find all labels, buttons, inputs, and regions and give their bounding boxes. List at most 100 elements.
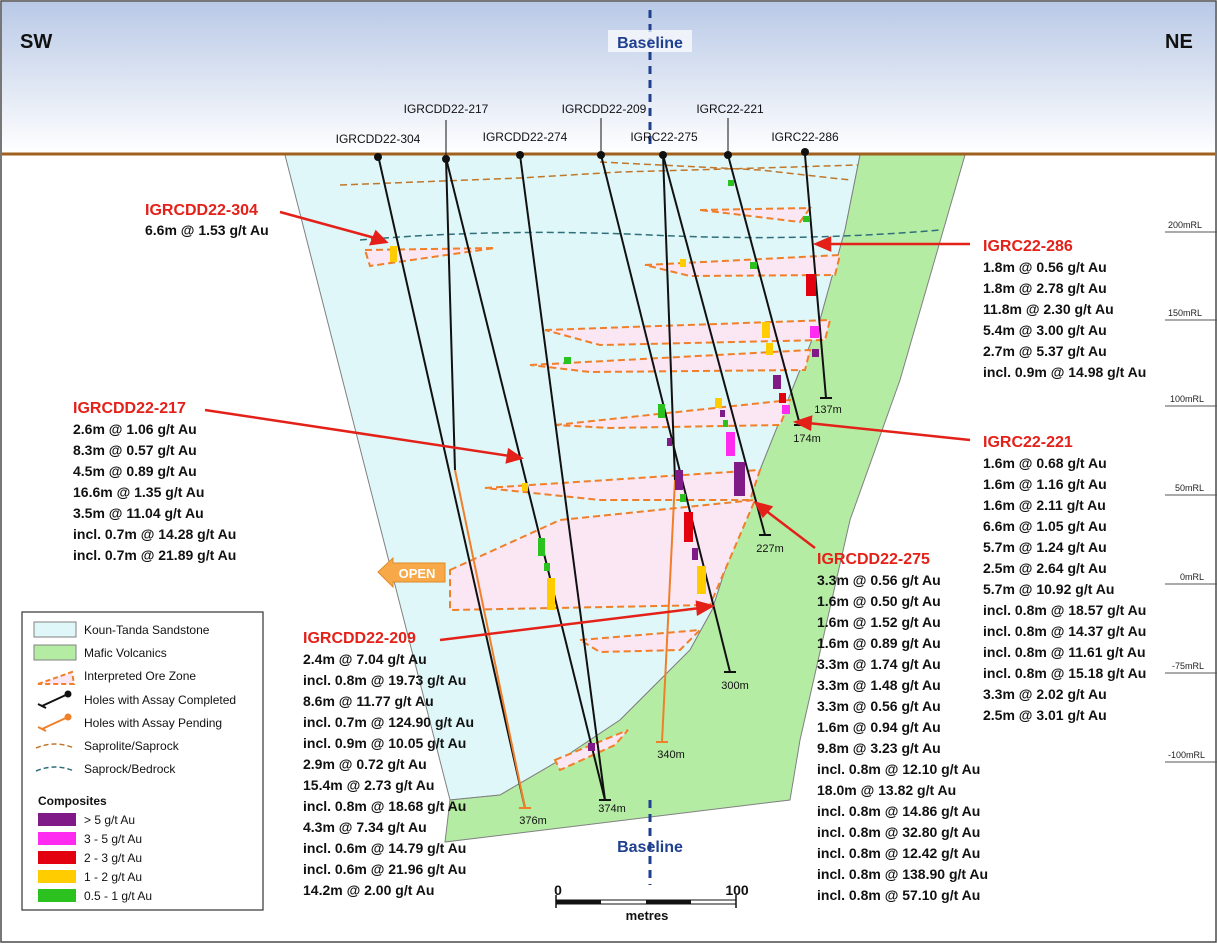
assay-result: incl. 0.8m @ 32.80 g/t Au [817,824,980,840]
assay-result: 5.7m @ 1.24 g/t Au [983,539,1107,555]
scale-start: 0 [554,882,562,898]
assay-result: 2.7m @ 5.37 g/t Au [983,343,1107,359]
saprolite-saprock-line [339,164,859,186]
saprolite-saprock-line-2 [599,161,851,181]
composite [750,262,757,269]
composite [723,420,728,427]
composite [715,398,722,408]
assay-result: 8.6m @ 11.77 g/t Au [303,693,434,709]
rl-label: 150mRL [1168,308,1202,318]
legend-item-pending: Holes with Assay Pending [84,716,222,730]
legend-item-completed: Holes with Assay Completed [84,693,236,707]
assay-result: incl. 0.8m @ 18.57 g/t Au [983,602,1146,618]
arrow-221-head [792,415,813,431]
annotation-title: IGRCDD22-209 [303,630,416,647]
hole-label-304: IGRCDD22-304 [336,132,421,146]
rl-label: 0mRL [1180,572,1204,582]
scale-bar: 0 100 metres [554,882,749,923]
collar-217 [442,155,450,163]
composite [684,512,693,542]
composite [544,563,550,571]
legend-item-bedrock: Saprock/Bedrock [84,762,176,776]
rl-label: 100mRL [1170,394,1204,404]
composite [547,578,555,610]
assay-result: 6.6m @ 1.53 g/t Au [145,222,269,238]
sky-gradient [2,2,1215,154]
legend-composite-label: > 5 g/t Au [84,813,135,827]
assay-result: incl. 0.8m @ 18.68 g/t Au [303,798,466,814]
open-label: OPEN [399,566,436,581]
hole-217-trace-pending [454,469,526,809]
arrow-304 [279,210,376,240]
collar-304 [374,153,382,161]
collar-274 [516,151,524,159]
ore-zone-6 [484,468,762,501]
legend-composites: > 5 g/t Au3 - 5 g/t Au2 - 3 g/t Au1 - 2 … [38,813,152,903]
assay-result: incl. 0.8m @ 12.10 g/t Au [817,761,980,777]
legend-item-ore-zone: Interpreted Ore Zone [84,669,196,683]
scale-unit: metres [626,908,669,923]
legend-swatch-pending [41,716,69,730]
hole-label-286: IGRC22-286 [771,130,839,144]
arrow-286-head [812,236,832,252]
hole-275-trace-completed [662,154,676,481]
legend-collar-completed [64,690,72,698]
annotation-title: IGRCDD22-275 [817,551,930,568]
hole-label-275: IGRC22-275 [630,130,698,144]
rl-scale: 200mRL 150mRL 100mRL 50mRL 0mRL -75mRL -… [1165,220,1217,763]
hole-304-trace [377,154,526,809]
composite [692,548,698,560]
composite [782,405,790,414]
assay-result: 1.6m @ 2.11 g/t Au [983,497,1106,513]
hole-227m-trace [662,154,766,536]
legend-composite-swatch [38,851,76,864]
collar-286 [801,148,809,156]
arrow-275 [764,509,816,549]
assay-result: incl. 0.6m @ 14.79 g/t Au [303,840,466,856]
ore-zone-10 [699,206,812,224]
legend-composite-label: 2 - 3 g/t Au [84,851,142,865]
baseline-label-bg [608,30,692,52]
assay-result: incl. 0.8m @ 15.18 g/t Au [983,665,1146,681]
composite [810,326,819,338]
assay-result: incl. 0.7m @ 14.28 g/t Au [73,526,236,542]
baseline-label-bottom: Baseline [617,839,683,856]
assay-result: 4.5m @ 0.89 g/t Au [73,463,197,479]
arrow-304-head [369,229,389,246]
drill-holes [377,154,827,809]
assay-result: 1.6m @ 0.50 g/t Au [817,593,941,609]
composite [522,483,528,491]
assay-result: 6.6m @ 1.05 g/t Au [983,518,1107,534]
assay-result: incl. 0.8m @ 14.86 g/t Au [817,803,980,819]
assay-result: 3.3m @ 1.74 g/t Au [817,656,941,672]
ore-zone-8 [576,628,703,654]
composite-intervals [390,180,819,751]
legend-swatch-ore-zone [37,670,76,685]
composite [667,438,672,446]
annotation-209: IGRCDD22-209 2.4m @ 7.04 g/t Au incl. 0.8m… [303,630,474,898]
hole-274b-trace [519,154,606,801]
legend-composite-swatch [38,889,76,902]
collar-209 [597,151,605,159]
assay-result: 3.3m @ 0.56 g/t Au [817,698,941,714]
composite [697,566,706,594]
assay-result: 2.4m @ 7.04 g/t Au [303,651,427,667]
scale-bar-segment [556,900,601,904]
assay-result: 1.8m @ 2.78 g/t Au [983,280,1107,296]
assay-result: incl. 0.8m @ 14.37 g/t Au [983,623,1146,639]
legend-swatch-volcanics [33,644,77,661]
legend-end-pending [37,726,47,732]
ore-zone-7 [449,498,757,612]
assay-result: 2.9m @ 0.72 g/t Au [303,756,427,772]
depth-374m: 374m [598,803,626,815]
hole-label-217: IGRCDD22-217 [404,102,489,116]
arrow-217 [204,408,511,458]
assay-result: incl. 0.6m @ 21.96 g/t Au [303,861,466,877]
assay-result: 1.6m @ 1.52 g/t Au [817,614,941,630]
assay-result: 2.5m @ 3.01 g/t Au [983,707,1107,723]
assay-result: incl. 0.8m @ 57.10 g/t Au [817,887,980,903]
assay-result: 1.6m @ 1.16 g/t Au [983,476,1107,492]
hole-217-trace-completed [445,157,456,471]
